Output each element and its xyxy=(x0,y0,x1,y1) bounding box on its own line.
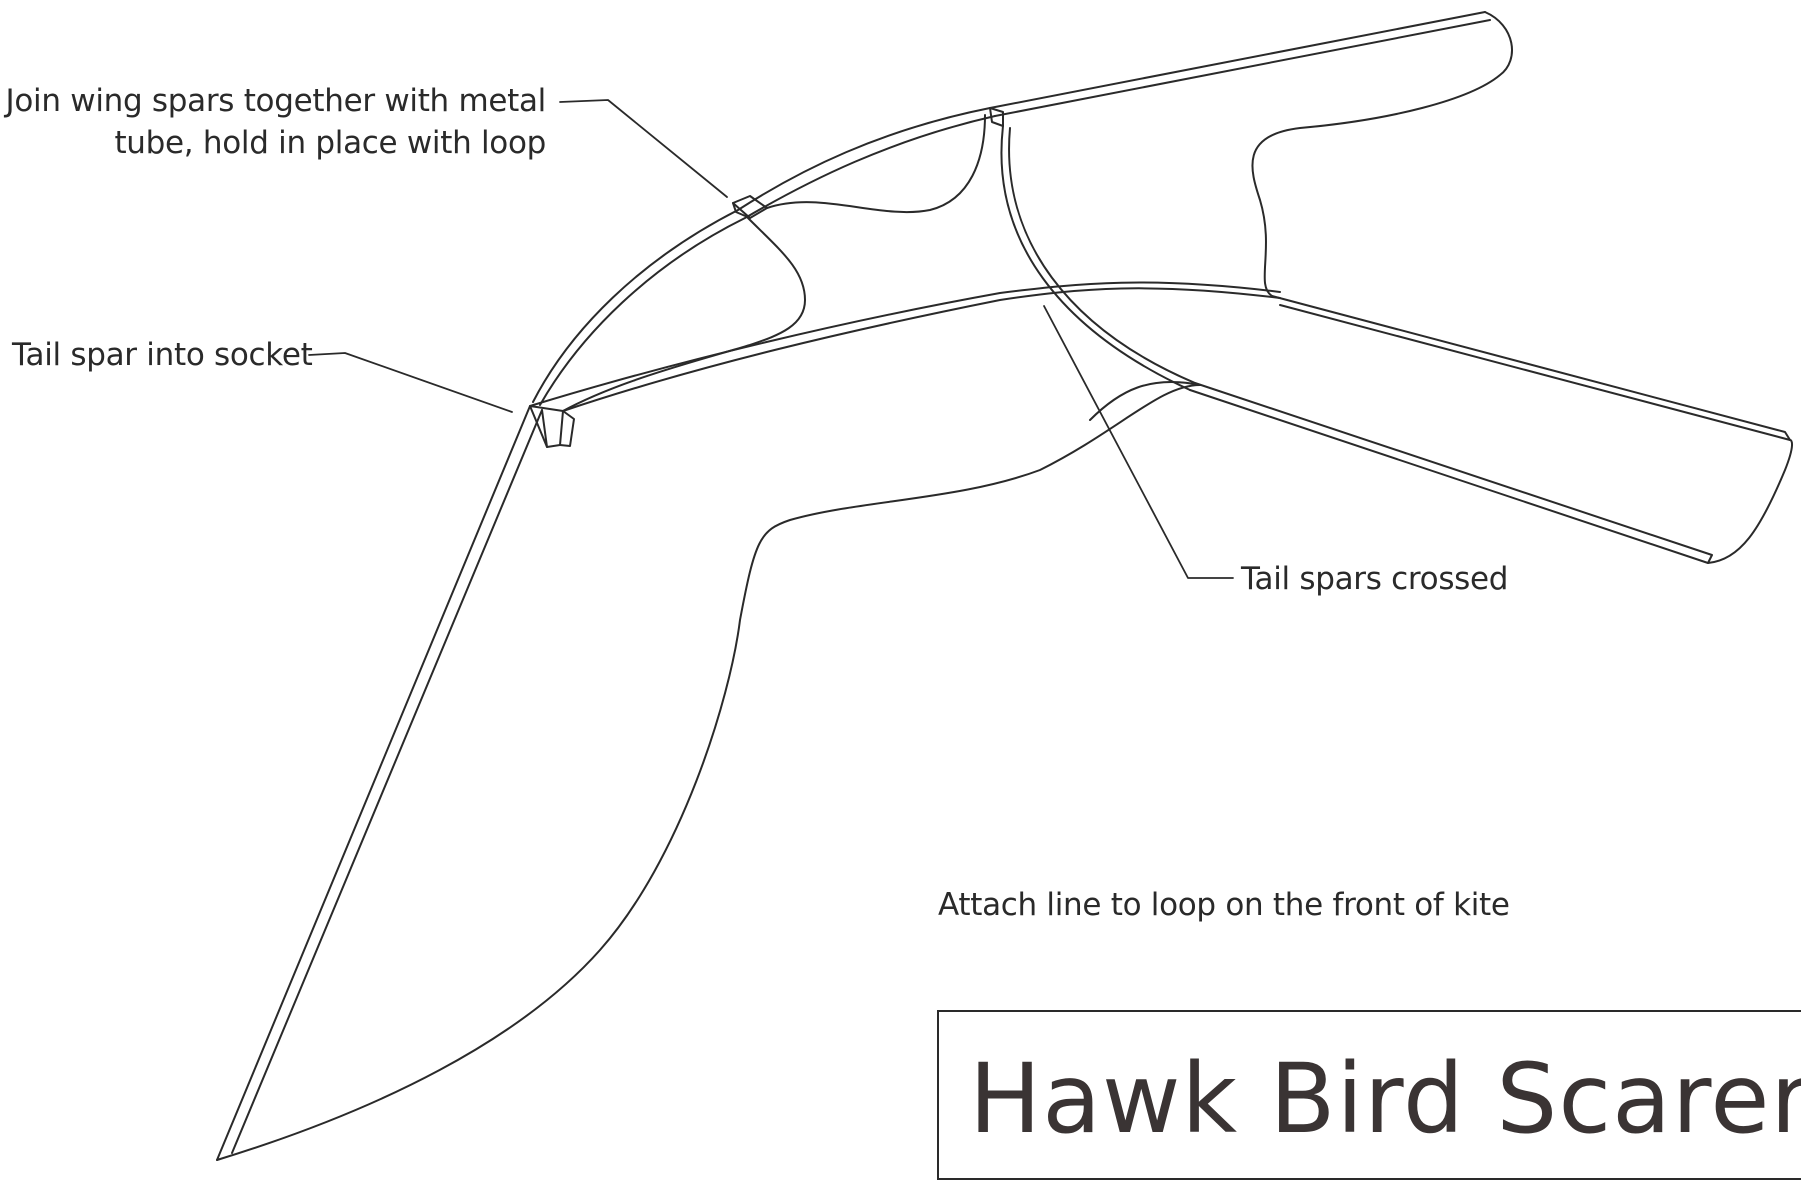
wing-spar-upper-2 xyxy=(540,116,995,405)
wing-spar-lower xyxy=(563,288,1280,411)
right-wing-spar xyxy=(990,12,1490,116)
neck-outline xyxy=(767,115,985,212)
label-attach-line: Attach line to loop on the front of kite xyxy=(938,884,1510,926)
label-join-wing-spars-line1: Join wing spars together with metal xyxy=(6,80,546,122)
leader-tail-crossed xyxy=(1044,306,1233,578)
tail-spar-upper xyxy=(1272,296,1790,440)
left-wing-leading-spar xyxy=(217,406,542,1160)
tail-spar-crossing xyxy=(1001,126,1195,390)
page-title: Hawk Bird Scarer xyxy=(969,1044,1801,1154)
leader-join-wing-spars xyxy=(560,100,727,197)
label-join-wing-spars-line2: tube, hold in place with loop xyxy=(6,122,546,164)
leader-tail-socket xyxy=(309,353,512,412)
label-join-wing-spars: Join wing spars together with metal tube… xyxy=(6,80,546,164)
label-tail-spars-crossed: Tail spars crossed xyxy=(1241,558,1508,600)
right-wing-socket xyxy=(990,108,1003,126)
right-wing xyxy=(990,12,1512,296)
tail-outline xyxy=(1708,440,1792,563)
tail-spar-socket xyxy=(530,406,574,447)
head-outline xyxy=(563,218,805,411)
title-box: Hawk Bird Scarer xyxy=(937,1010,1801,1180)
wing-spar-upper xyxy=(533,108,990,402)
tail-spars xyxy=(1001,126,1792,563)
leader-lines xyxy=(309,100,1233,578)
wing-spar-lower-2 xyxy=(530,283,1280,406)
wing-spars xyxy=(530,108,1280,411)
right-wing-outline xyxy=(1252,12,1512,296)
tail-spar-lower xyxy=(1190,383,1712,563)
kite-body xyxy=(563,115,985,411)
label-tail-spar-socket: Tail spar into socket xyxy=(12,334,312,376)
